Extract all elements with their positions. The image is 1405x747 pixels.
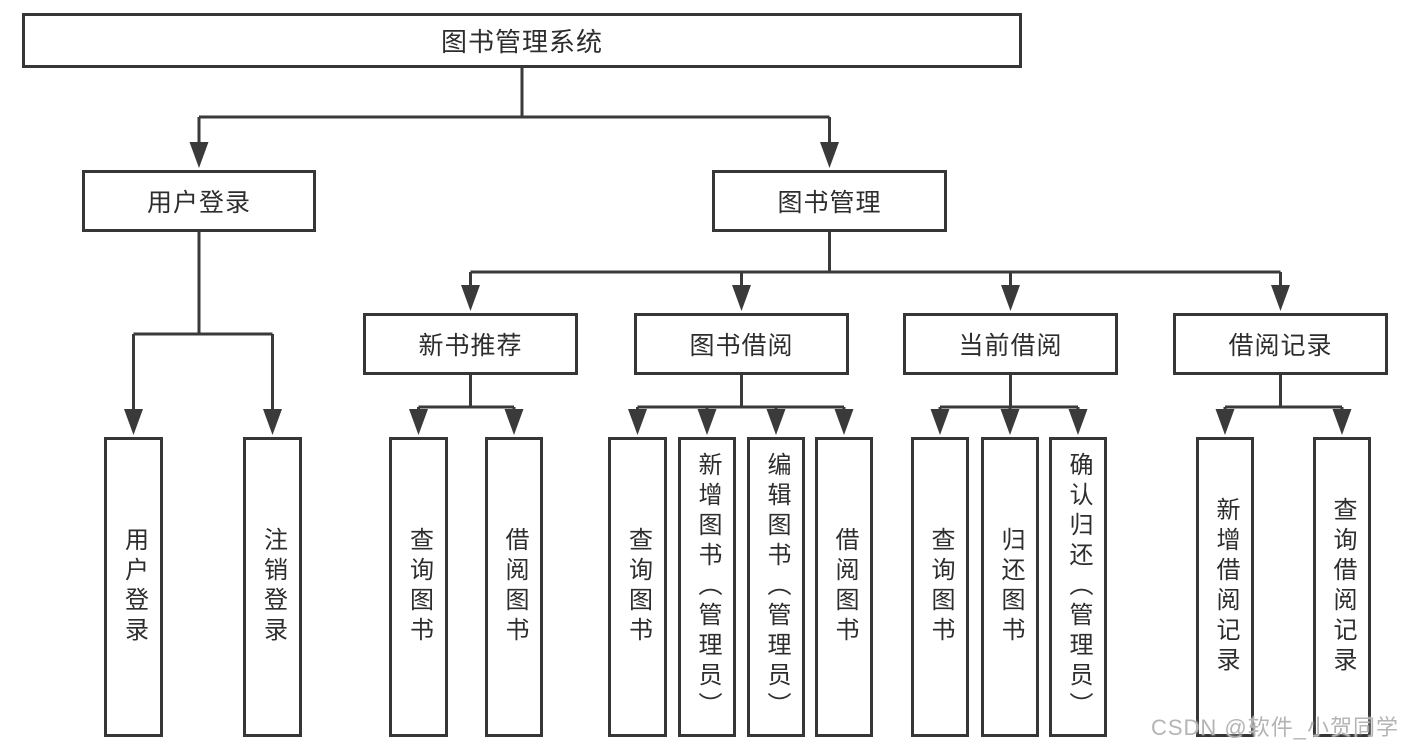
- arrow-down-icon: [732, 285, 751, 311]
- leaf-label: 查询图书: [927, 527, 954, 647]
- node-label: 图书管理: [777, 189, 882, 217]
- arrow-down-icon: [766, 409, 786, 435]
- arrow-down-icon: [409, 409, 428, 435]
- node-label: 用户登录: [146, 189, 251, 217]
- node-label: 借阅记录: [1228, 332, 1333, 360]
- node-label: 图书借阅: [689, 332, 794, 360]
- leaf-query-books-borrow: 查询图书: [608, 437, 667, 737]
- leaf-return-books: 归还图书: [981, 437, 1039, 737]
- arrowheads: [124, 142, 1352, 435]
- leaf-query-books-current: 查询图书: [911, 437, 969, 737]
- arrow-down-icon: [820, 142, 839, 168]
- arrow-down-icon: [461, 285, 480, 311]
- leaf-borrow-books-recommend: 借阅图书: [485, 437, 543, 737]
- node-label: 新书推荐: [418, 332, 523, 360]
- connector-new-book: [417, 375, 516, 418]
- leaf-confirm-return-admin: 确认归还（管理员）: [1049, 437, 1107, 737]
- leaf-label: 借阅图书: [831, 527, 858, 647]
- node-new-book-recommend: 新书推荐: [363, 313, 578, 375]
- leaf-edit-book-admin: 编辑图书（管理员）: [747, 437, 805, 737]
- arrow-down-icon: [1215, 409, 1235, 435]
- arrow-down-icon: [930, 409, 950, 435]
- leaf-query-borrow-record: 查询借阅记录: [1313, 437, 1371, 737]
- arrow-down-icon: [189, 142, 209, 168]
- leaf-logout: 注销登录: [243, 437, 302, 737]
- arrow-down-icon: [1271, 285, 1290, 311]
- arrow-down-icon: [1001, 285, 1020, 311]
- arrow-down-icon: [1068, 409, 1088, 435]
- leaf-user-login: 用户登录: [104, 437, 163, 737]
- connector-book-borrow: [636, 375, 846, 418]
- leaf-label: 查询图书: [624, 527, 652, 647]
- leaf-add-book-admin: 新增图书（管理员）: [678, 437, 736, 737]
- arrow-down-icon: [1332, 409, 1352, 435]
- connector-root: [197, 68, 831, 150]
- node-current-borrow: 当前借阅: [903, 313, 1118, 375]
- leaf-label: 注销登录: [259, 527, 287, 647]
- node-user-login: 用户登录: [82, 170, 316, 232]
- leaf-borrow-books: 借阅图书: [815, 437, 873, 737]
- node-label: 当前借阅: [958, 332, 1063, 360]
- leaf-label: 编辑图书（管理员）: [763, 452, 790, 722]
- leaf-query-books-recommend: 查询图书: [389, 437, 448, 737]
- leaf-label: 查询图书: [405, 527, 433, 647]
- arrow-down-icon: [504, 409, 524, 435]
- arrow-down-icon: [628, 409, 647, 435]
- node-borrow-records: 借阅记录: [1173, 313, 1388, 375]
- leaf-label: 借阅图书: [501, 527, 528, 647]
- arrow-down-icon: [124, 409, 143, 435]
- leaf-label: 确认归还（管理员）: [1065, 452, 1092, 722]
- csdn-watermark: CSDN @软件_小贺同学: [1150, 715, 1399, 740]
- leaf-label: 查询借阅记录: [1329, 497, 1356, 677]
- arrow-down-icon: [697, 409, 717, 435]
- leaf-add-borrow-record: 新增借阅记录: [1196, 437, 1254, 737]
- leaf-label: 用户登录: [120, 527, 148, 647]
- node-book-borrow: 图书借阅: [634, 313, 849, 375]
- leaf-label: 归还图书: [997, 527, 1024, 647]
- connector-user-login: [132, 232, 274, 416]
- arrow-down-icon: [263, 409, 282, 435]
- connector-book-management: [469, 232, 1282, 292]
- node-label: 图书管理系统: [440, 27, 603, 57]
- leaf-label: 新增图书（管理员）: [694, 452, 721, 722]
- connector-borrow-records: [1223, 375, 1344, 418]
- node-book-management: 图书管理: [712, 170, 947, 232]
- arrow-down-icon: [1000, 409, 1020, 435]
- node-system-root: 图书管理系统: [22, 13, 1022, 68]
- leaf-label: 新增借阅记录: [1212, 497, 1239, 677]
- arrow-down-icon: [834, 409, 854, 435]
